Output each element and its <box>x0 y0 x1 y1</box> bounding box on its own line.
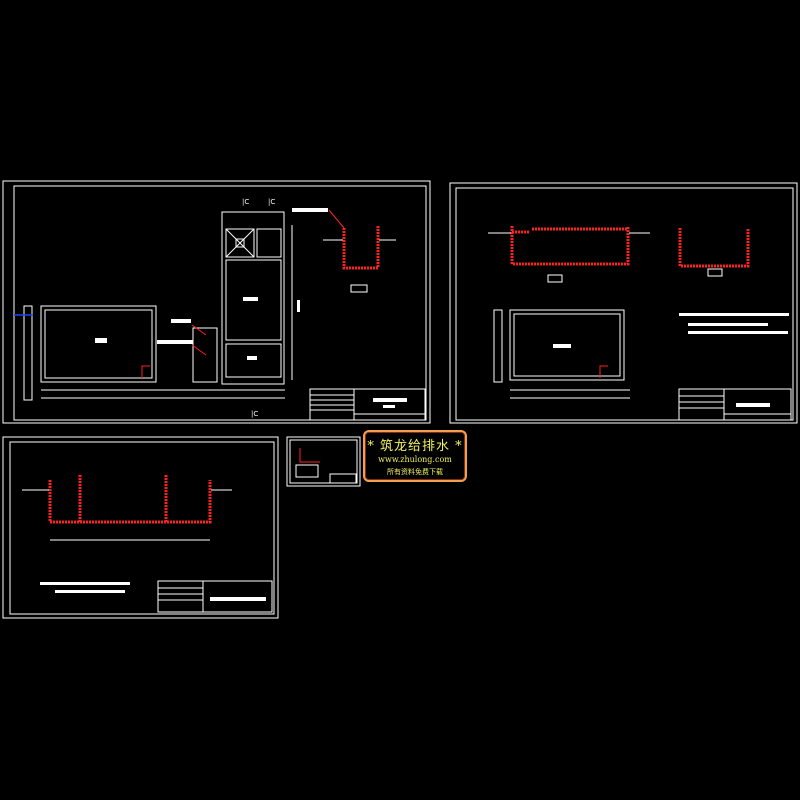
sheet-inner-border <box>13 185 427 421</box>
zhulong-logo-badge[interactable]: * 筑龙给排水 * www.zhulong.com 所有资料免费下载 <box>363 430 467 482</box>
pump-room-plan: |C |C |C <box>221 198 300 418</box>
logo-title: * 筑龙给排水 * <box>367 439 463 454</box>
sheet-outer-border <box>2 180 431 424</box>
logo-url[interactable]: www.zhulong.com <box>378 455 452 464</box>
svg-text:|C: |C <box>268 198 275 206</box>
title-block <box>678 388 792 421</box>
sheet-tank-section <box>449 182 798 424</box>
sheet-inner-border <box>9 441 275 615</box>
small-chamber-plan <box>157 319 218 383</box>
section-detail <box>292 208 396 293</box>
sheet-inner-border <box>455 187 794 421</box>
thumbnail-sheet <box>286 436 361 487</box>
title-block <box>157 580 273 613</box>
svg-text:|C: |C <box>242 198 249 206</box>
sheet-outer-border <box>449 182 798 424</box>
sheet-outer-border <box>2 436 279 619</box>
sheet-plan: |C |C |C <box>2 180 431 424</box>
svg-text:|C: |C <box>251 410 258 418</box>
logo-tagline: 所有资料免费下载 <box>387 468 443 476</box>
large-tank-plan <box>14 305 285 401</box>
sheet-combined-section <box>2 436 279 619</box>
title-block <box>309 388 426 421</box>
